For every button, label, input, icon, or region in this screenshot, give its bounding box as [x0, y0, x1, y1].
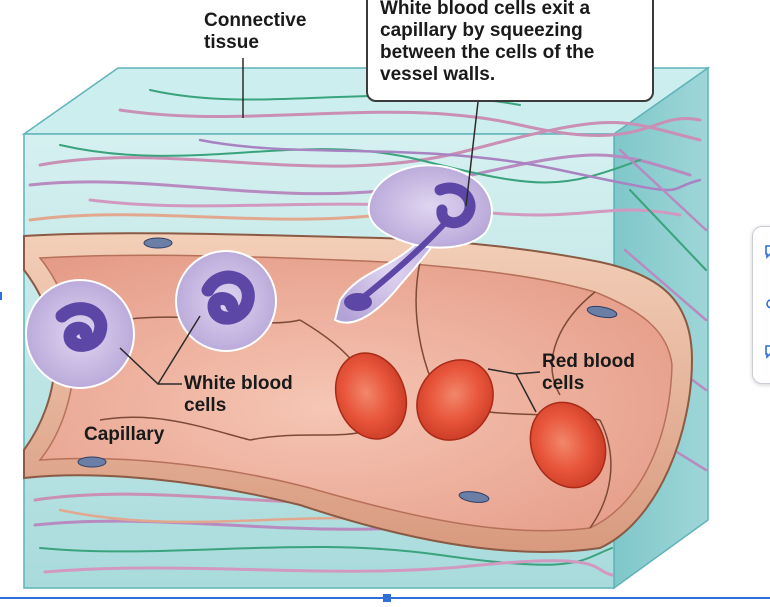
note-icon[interactable] — [765, 345, 770, 359]
red-blood-cells-label: Red blood cells — [542, 351, 635, 394]
callout-text: White blood cells exit a capillary by sq… — [380, 0, 595, 85]
red-blood-cells — [334, 352, 607, 489]
resize-handle[interactable] — [383, 594, 391, 602]
side-toolbar-panel — [752, 226, 770, 384]
white-blood-cell — [25, 279, 135, 389]
callout-leader — [465, 101, 479, 207]
connective-tissue-label: Connective tissue — [204, 10, 307, 53]
red-blood-cell — [416, 359, 494, 441]
capillary-label: Capillary — [84, 424, 165, 445]
white-blood-cells-label: White blood cells — [184, 373, 293, 416]
white-blood-cells — [25, 164, 493, 389]
selection-edge-marker — [0, 292, 2, 300]
white-blood-cell — [175, 250, 277, 352]
comment-icon[interactable] — [765, 245, 770, 259]
red-cells-leader-2 — [515, 373, 537, 413]
red-blood-cell — [529, 401, 607, 489]
red-blood-cell — [334, 352, 408, 440]
refresh-icon[interactable] — [765, 297, 770, 311]
white-cells-leader-2 — [157, 315, 201, 385]
callout-box: White blood cells exit a capillary by sq… — [366, 0, 654, 102]
leader-lines — [119, 58, 541, 413]
endothelial-nuclei — [77, 237, 618, 503]
white-blood-cell-squeezing — [333, 164, 493, 324]
